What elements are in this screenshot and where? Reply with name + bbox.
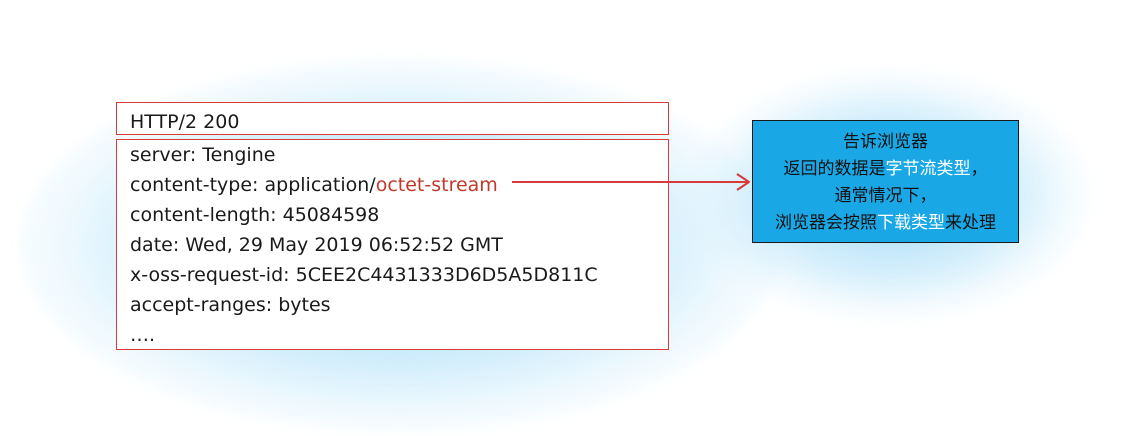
note-highlight-download-type: 下载类型 <box>877 213 945 233</box>
header-ellipsis: …. <box>130 324 156 346</box>
note-line-4: 浏览器会按照下载类型来处理 <box>775 213 996 233</box>
header-date: date: Wed, 29 May 2019 06:52:52 GMT <box>130 234 503 256</box>
annotation-note: 告诉浏览器 返回的数据是字节流类型， 通常情况下， 浏览器会按照下载类型来处理 <box>752 120 1019 243</box>
note-line-2: 返回的数据是字节流类型， <box>783 159 988 179</box>
header-accept-ranges: accept-ranges: bytes <box>130 294 331 316</box>
status-line-box: HTTP/2 200 <box>116 102 669 135</box>
note-highlight-byte-stream: 字节流类型 <box>885 159 971 179</box>
header-content-type: content-type: application/octet-stream <box>130 174 498 196</box>
content-type-highlight: octet-stream <box>375 174 498 196</box>
note-line-1: 告诉浏览器 <box>843 132 928 152</box>
header-server: server: Tengine <box>130 144 276 166</box>
note-line-3: 通常情况下， <box>834 186 937 206</box>
response-headers-box: server: Tengine content-type: applicatio… <box>116 139 669 350</box>
header-content-length: content-length: 45084598 <box>130 204 380 226</box>
arrow-head-icon <box>736 173 750 191</box>
status-line: HTTP/2 200 <box>130 111 240 133</box>
header-x-oss-request-id: x-oss-request-id: 5CEE2C4431333D6D5A5D81… <box>130 264 598 286</box>
